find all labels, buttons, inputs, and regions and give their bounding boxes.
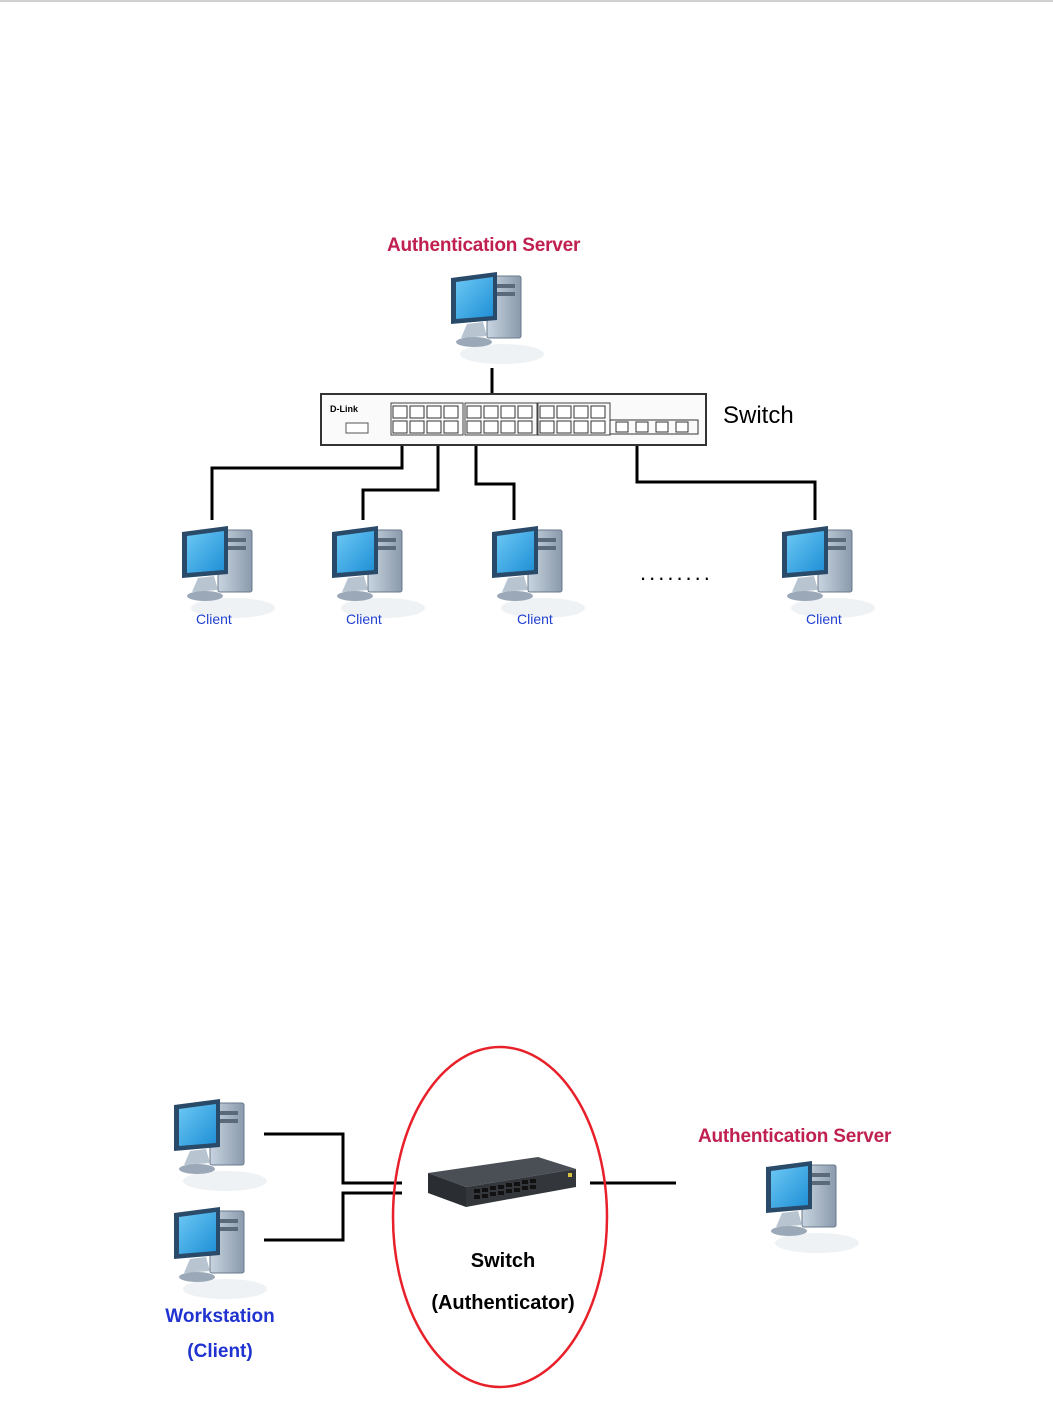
client-label: Client <box>517 611 553 627</box>
client-label: Client <box>196 611 232 627</box>
switch-label: Switch <box>470 1250 536 1272</box>
auth-server-label: Authentication Server <box>387 235 581 256</box>
workstation-label: Workstation <box>165 1306 275 1327</box>
authenticator-ellipse <box>391 1045 609 1389</box>
auth-server-label: Authentication Server <box>698 1126 892 1147</box>
client-label: Client <box>806 611 842 627</box>
client-label: (Client) <box>187 1341 253 1362</box>
switch-label: Switch <box>723 402 794 429</box>
authenticator-label: (Authenticator) <box>431 1292 575 1314</box>
rack-switch-icon: D-Link <box>320 393 707 446</box>
more-clients-ellipsis: ........ <box>640 560 713 585</box>
page-top-rule <box>0 0 1053 2</box>
desktop-switch-icon <box>428 1157 576 1207</box>
server-computer-icon <box>762 1157 862 1257</box>
switch-brand-text: D-Link <box>330 404 359 414</box>
client-label: Client <box>346 611 382 627</box>
